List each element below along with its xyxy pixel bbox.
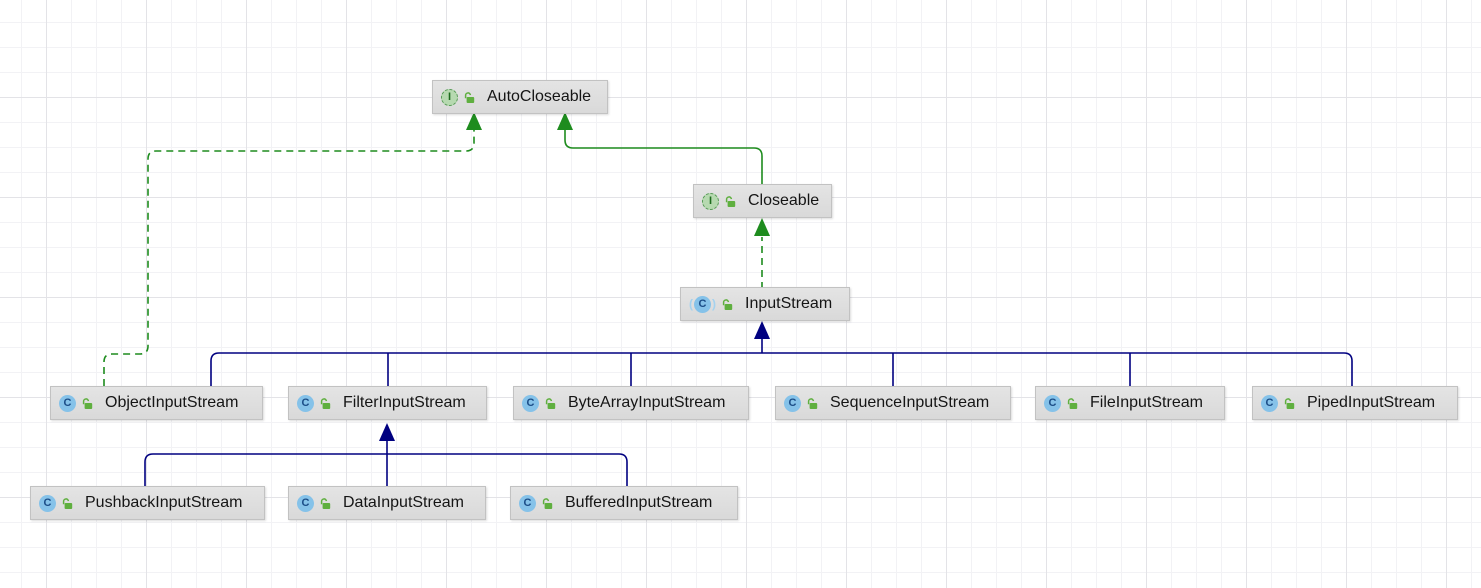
public-lock-icon [463, 91, 476, 104]
node-objectinputstream[interactable]: C ObjectInputStream [50, 386, 263, 420]
node-label: SequenceInputStream [830, 394, 990, 411]
node-bufferedinputstream[interactable]: C BufferedInputStream [510, 486, 738, 520]
public-lock-icon [806, 397, 819, 410]
edge-inputstream-implements-closeable[interactable] [754, 218, 770, 289]
class-icon: C [59, 394, 76, 412]
arrowhead-icon [754, 218, 770, 236]
node-inputstream[interactable]: ( C ) InputStream [680, 287, 850, 321]
node-label: FileInputStream [1090, 394, 1203, 411]
public-lock-icon [1283, 397, 1296, 410]
node-label: ByteArrayInputStream [568, 394, 726, 411]
public-lock-icon [721, 298, 734, 311]
node-label: PipedInputStream [1307, 394, 1436, 411]
node-datainputstream[interactable]: C DataInputStream [288, 486, 486, 520]
interface-icon: I [702, 192, 719, 210]
arrowhead-icon [466, 112, 482, 130]
node-fileinputstream[interactable]: C FileInputStream [1035, 386, 1225, 420]
class-icon: C [297, 494, 314, 512]
node-bytearrayinputstream[interactable]: C ByteArrayInputStream [513, 386, 749, 420]
class-icon: C [522, 394, 539, 412]
public-lock-icon [724, 195, 737, 208]
abstract-mark-icon: ) [712, 297, 716, 311]
edge-group-extends-filterinputstream[interactable] [144, 423, 628, 486]
node-label: DataInputStream [343, 494, 464, 511]
edge-group-extends-inputstream[interactable] [210, 321, 1353, 386]
node-autocloseable[interactable]: I AutoCloseable [432, 80, 608, 114]
class-icon: C [39, 494, 56, 512]
node-label: FilterInputStream [343, 394, 466, 411]
abstract-mark-icon: ( [689, 297, 693, 311]
class-icon: C [1044, 394, 1061, 412]
edge-objectinputstream-implements-autocloseable[interactable] [103, 112, 482, 386]
class-icon: C [784, 394, 801, 412]
node-label: BufferedInputStream [565, 494, 713, 511]
public-lock-icon [1066, 397, 1079, 410]
public-lock-icon [319, 497, 332, 510]
class-icon: C [519, 494, 536, 512]
node-label: ObjectInputStream [105, 394, 239, 411]
node-label: PushbackInputStream [85, 494, 243, 511]
node-label: Closeable [748, 192, 820, 209]
edge-closeable-extends-autocloseable[interactable] [557, 112, 763, 184]
public-lock-icon [319, 397, 332, 410]
node-label: InputStream [745, 295, 833, 312]
class-icon: C [297, 394, 314, 412]
arrowhead-icon [379, 423, 395, 441]
node-label: AutoCloseable [487, 88, 592, 105]
public-lock-icon [541, 497, 554, 510]
arrowhead-icon [754, 321, 770, 339]
public-lock-icon [81, 397, 94, 410]
node-filterinputstream[interactable]: C FilterInputStream [288, 386, 487, 420]
public-lock-icon [61, 497, 74, 510]
interface-icon: I [441, 88, 458, 106]
public-lock-icon [544, 397, 557, 410]
arrowhead-icon [557, 112, 573, 130]
node-closeable[interactable]: I Closeable [693, 184, 832, 218]
node-pipedinputstream[interactable]: C PipedInputStream [1252, 386, 1458, 420]
node-sequenceinputstream[interactable]: C SequenceInputStream [775, 386, 1011, 420]
node-pushbackinputstream[interactable]: C PushbackInputStream [30, 486, 265, 520]
class-icon: C [1261, 394, 1278, 412]
class-icon: C [694, 295, 711, 313]
